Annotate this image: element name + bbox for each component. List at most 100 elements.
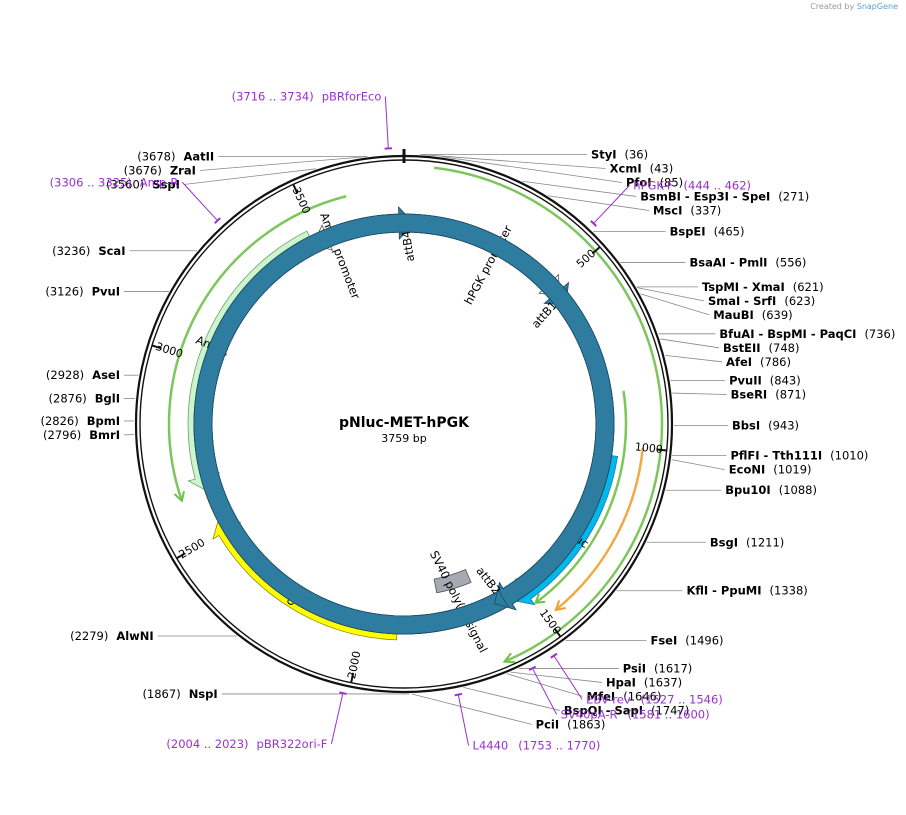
orf-arrowhead: [173, 490, 185, 503]
enzyme-position: (3676): [124, 163, 162, 177]
enzyme-name: EcoNI: [729, 463, 765, 477]
primer-leader: [384, 96, 389, 149]
enzyme-position: (1637): [644, 675, 682, 689]
enzyme-position: (556): [775, 255, 806, 269]
primer-name: L4440: [473, 739, 509, 753]
enzyme-label: AfeI(786): [726, 355, 791, 369]
enzyme-label: XcmI(43): [610, 161, 674, 175]
enzyme-position: (337): [690, 203, 721, 217]
orf-arrowhead: [502, 652, 516, 664]
enzyme-label: KflI - PpuMI(1338): [686, 584, 807, 598]
tick-label: 1500: [537, 607, 564, 637]
orf-arrowhead: [554, 600, 566, 612]
enzyme-label: (2876)BglI: [49, 391, 120, 405]
enzyme-label: (2826)BpmI: [40, 414, 120, 428]
feature-attb2: [193, 213, 615, 635]
enzyme-leader: [463, 687, 560, 711]
enzyme-leader: [411, 693, 532, 725]
enzyme-leader: [199, 156, 367, 171]
enzyme-name: AseI: [92, 368, 120, 382]
enzyme-position: (3126): [45, 285, 83, 299]
enzyme-label: (3676)ZraI: [124, 163, 196, 177]
enzyme-leader: [522, 180, 637, 197]
primer-label: (2004 .. 2023)pBR322ori-F: [166, 737, 327, 751]
enzyme-name: BglI: [95, 391, 120, 405]
enzyme-label: (3126)PvuI: [45, 285, 120, 299]
enzyme-name: StyI: [591, 147, 617, 161]
enzyme-name: PciI: [536, 717, 559, 731]
enzyme-position: (3560): [106, 177, 144, 191]
primer-range: (444 .. 462): [684, 179, 752, 193]
enzyme-name: BspEI: [670, 225, 706, 239]
enzyme-name: BspQI - SapI: [564, 703, 643, 717]
enzyme-label: (1867) NspI: [142, 687, 217, 701]
tick-label: 1000: [634, 440, 663, 456]
enzyme-leader: [665, 354, 723, 363]
enzyme-label: BbsI(943): [732, 418, 799, 432]
enzyme-position: (465): [714, 225, 745, 239]
tick-mark: [656, 448, 667, 452]
primer-label: L4440(1753 .. 1770): [473, 739, 601, 753]
enzyme-leader: [506, 673, 583, 697]
enzyme-label: PsiI(1617): [623, 661, 693, 675]
enzyme-position: (1496): [685, 633, 723, 647]
primer-leader: [181, 181, 218, 221]
enzyme-label: PciI(1863): [536, 717, 606, 731]
enzyme-label: (2279)AlwNI: [70, 629, 154, 643]
enzyme-label: (2796)BmrI: [43, 428, 120, 442]
primer-range: (1581 .. 1600): [627, 707, 709, 721]
enzyme-label: BstEII(748): [723, 341, 799, 355]
tick-mark: [151, 344, 162, 350]
enzyme-name: AatII: [184, 149, 215, 163]
primer-layer: (3716 .. 3734)pBRforEco (3306 .. 3325)Amp…: [50, 90, 751, 753]
plasmid-size: 3759 bp: [381, 432, 426, 445]
enzyme-position: (3236): [52, 244, 90, 258]
enzyme-label: (3678) AatII: [137, 149, 214, 163]
enzyme-label: EcoNI(1019): [729, 463, 812, 477]
enzyme-label: BspEI (465): [670, 225, 745, 239]
enzyme-label: PfoI(85): [626, 175, 683, 189]
enzyme-label: HpaI(1637): [606, 675, 682, 689]
primer-mark: [214, 217, 221, 224]
primer-label: (3306 .. 3325)Amp-R: [50, 175, 179, 189]
enzyme-position: (1867): [142, 687, 180, 701]
enzyme-position: (623): [784, 294, 815, 308]
enzyme-position: (1646): [623, 689, 661, 703]
primer-label: EBV-rev(1527 .. 1546): [586, 692, 723, 706]
enzyme-leader: [636, 287, 705, 302]
enzyme-leader: [510, 671, 603, 683]
enzyme-leader: [640, 293, 710, 316]
enzyme-label: MfeI(1646): [587, 689, 662, 703]
primer-mark: [590, 220, 597, 227]
primer-mark: [339, 691, 347, 695]
watermark-prefix: Created by: [810, 2, 855, 11]
enzyme-label: (3560)SspI: [106, 177, 180, 191]
enzyme-position: (85): [660, 175, 684, 189]
enzyme-leader: [672, 392, 727, 395]
enzyme-label: FseI (1496): [650, 633, 723, 647]
primer-range: (3306 .. 3325): [50, 175, 132, 189]
enzyme-name: ScaI: [98, 244, 125, 258]
enzyme-position: (786): [760, 355, 791, 369]
primer-range: (1527 .. 1546): [641, 692, 723, 706]
tick-mark: [350, 672, 355, 683]
enzyme-label: BseRI(871): [731, 388, 806, 402]
enzyme-name: NspI: [189, 687, 218, 701]
enzyme-label: TspMI - XmaI(621): [702, 280, 824, 294]
primer-label: (3716 .. 3734)pBRforEco: [232, 90, 382, 104]
primer-range: (3716 .. 3734): [232, 90, 314, 104]
enzyme-name: FseI: [650, 633, 677, 647]
enzyme-leader: [423, 154, 606, 169]
enzyme-name: BsmBI - Esp3I - SpeI: [640, 189, 770, 203]
enzyme-position: (1338): [770, 584, 808, 598]
enzyme-position: (3678): [137, 149, 175, 163]
primer-leader: [531, 668, 558, 715]
enzyme-name: PflFI - Tth111I: [730, 449, 822, 463]
enzyme-leader: [660, 338, 720, 349]
plasmid-name: pNluc-MET-hPGK: [339, 415, 470, 431]
snapgene-watermark: Created by SnapGene: [810, 2, 898, 11]
enzyme-position: (748): [769, 341, 800, 355]
primer-mark: [454, 692, 463, 697]
primer-name: SV40pA-R: [561, 707, 618, 721]
primer-leader: [553, 655, 583, 700]
